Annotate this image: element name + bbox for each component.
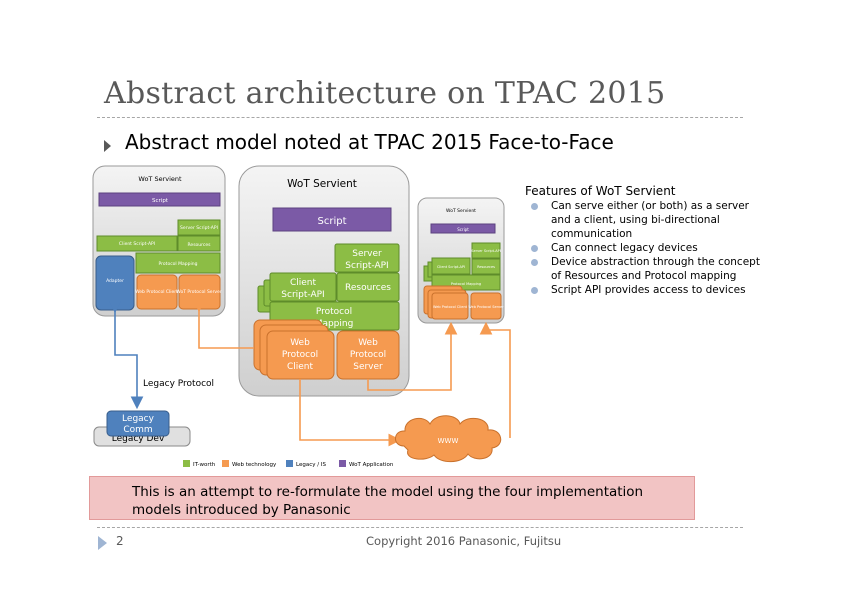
- www-cloud: WWW: [395, 415, 502, 463]
- feature-text: Can connect legacy devices: [551, 242, 698, 254]
- center-web-client-line2: Protocol: [282, 350, 318, 360]
- feature-text: Device abstraction through the concept o…: [551, 256, 760, 282]
- right-servient-title: WoT Servient: [446, 208, 476, 214]
- left-protocol-mapping: [135, 252, 221, 274]
- left-web-client: [136, 274, 178, 310]
- legend-swatch-blue: [286, 460, 293, 467]
- center-resources: [336, 272, 400, 302]
- footer-arrow-icon: [98, 536, 107, 550]
- left-adapter-label: Adapter: [106, 278, 124, 284]
- copyright-text: Copyright 2016 Panasonic, Fujitsu: [366, 534, 562, 548]
- features-panel: Features of WoT Servient Can serve eithe…: [525, 184, 765, 297]
- right-script-block: [430, 223, 496, 234]
- note-box: This is an attempt to re-formulate the m…: [89, 476, 695, 520]
- right-web-server: [470, 292, 502, 320]
- legacy-device: Legacy Dev Legacy Comm: [93, 410, 191, 447]
- center-web-client-line1: Web: [290, 338, 310, 348]
- legacy-comm-block: [106, 410, 170, 437]
- right-script-label: Script: [457, 227, 469, 232]
- feature-item: Script API provides access to devices: [525, 283, 765, 297]
- left-server-api: [177, 219, 221, 236]
- left-web-server-label: WoT Protocol Server: [176, 289, 222, 295]
- bullet-dot-icon: [531, 245, 538, 252]
- right-web-client: [431, 292, 469, 320]
- center-resources-label: Resources: [345, 283, 391, 293]
- center-server-api-line2: Script-API: [345, 261, 388, 271]
- legend-swatch-purple: [339, 460, 346, 467]
- right-resources: [471, 258, 501, 275]
- center-web-server-line1: Web: [358, 338, 378, 348]
- center-servient: WoT Servient Script Server Script-API Cl…: [238, 165, 410, 397]
- right-client-api: [431, 257, 471, 275]
- left-web-client-label: Web Protocol Client: [135, 289, 179, 295]
- center-web-client-line3: Client: [287, 362, 314, 372]
- slide-subtitle: Abstract model noted at TPAC 2015 Face-t…: [125, 130, 614, 154]
- center-web-server-line3: Server: [353, 362, 383, 372]
- center-protocol-mapping-line2: Mapping: [315, 319, 354, 329]
- right-servient: WoT Servient Script Server Script-API Cl…: [417, 197, 505, 324]
- feature-text: Can serve either (or both) as a server a…: [551, 200, 750, 240]
- legacy-comm-line2: Comm: [123, 425, 152, 435]
- bullet-dot-icon: [531, 259, 538, 266]
- legend-label-1: Web technology: [232, 462, 277, 468]
- left-resources: [177, 235, 221, 252]
- left-server-api-label: Server Script-API: [180, 225, 218, 231]
- left-script-block: [98, 192, 221, 207]
- left-resources-label: Resources: [188, 242, 212, 248]
- right-server-api-label: Server Script-API: [471, 249, 500, 253]
- center-client-api-line2: Script-API: [281, 290, 324, 300]
- note-text: This is an attempt to re-formulate the m…: [132, 484, 644, 518]
- bullet-arrow-icon: [104, 140, 111, 152]
- feature-item: Can serve either (or both) as a server a…: [525, 199, 765, 241]
- center-script-block: [272, 207, 392, 232]
- right-web-client-label: Web Protocol Client: [433, 305, 468, 309]
- left-servient: WoT Servient Script Server Script-API Cl…: [92, 165, 226, 317]
- diagram-legend: IT-worth Web technology Legacy / IS WoT …: [183, 460, 394, 468]
- features-list: Can serve either (or both) as a server a…: [525, 199, 765, 297]
- left-protocol-mapping-label: Protocol Mapping: [159, 261, 198, 267]
- center-server-api: [334, 243, 400, 273]
- right-client-api-label: Client Script-API: [437, 265, 465, 269]
- legacy-dev-label: Legacy Dev: [112, 434, 165, 444]
- title-divider: [97, 117, 743, 118]
- legend-swatch-orange: [222, 460, 229, 467]
- left-servient-title: WoT Servient: [138, 175, 182, 183]
- feature-text: Script API provides access to devices: [551, 284, 746, 296]
- bullet-dot-icon: [531, 203, 538, 210]
- right-web-server-label: Web Protocol Server: [468, 305, 504, 309]
- center-client-api-line1: Client: [290, 278, 317, 288]
- center-web-server-line2: Protocol: [350, 350, 386, 360]
- center-client-api: [269, 272, 337, 302]
- page-number: 2: [116, 534, 124, 548]
- feature-item: Can connect legacy devices: [525, 241, 765, 255]
- features-heading: Features of WoT Servient: [525, 184, 676, 198]
- www-label: WWW: [438, 437, 459, 445]
- legacy-protocol-label: Legacy Protocol: [143, 379, 214, 389]
- legend-swatch-green: [183, 460, 190, 467]
- left-client-api: [96, 235, 178, 252]
- center-script-label: Script: [317, 216, 346, 227]
- center-server-api-line1: Server: [352, 249, 382, 259]
- legend-label-3: WoT Application: [349, 462, 394, 468]
- legacy-comm-line1: Legacy: [122, 414, 155, 424]
- connectors: [108, 299, 511, 447]
- left-script-label: Script: [152, 198, 169, 204]
- right-resources-label: Resources: [477, 265, 495, 269]
- slide-title: Abstract architecture on TPAC 2015: [104, 76, 666, 111]
- legend-label-0: IT-worth: [193, 462, 216, 468]
- right-server-api: [471, 242, 501, 259]
- legend-label-2: Legacy / IS: [296, 462, 326, 468]
- bullet-dot-icon: [531, 287, 538, 294]
- footer-divider: [97, 527, 743, 528]
- center-servient-title: WoT Servient: [287, 178, 357, 190]
- right-protocol-mapping-label: Protocol Mapping: [451, 282, 481, 286]
- left-client-api-label: Client Script-API: [119, 241, 155, 247]
- center-protocol-mapping-line1: Protocol: [316, 307, 352, 317]
- feature-item: Device abstraction through the concept o…: [525, 255, 765, 283]
